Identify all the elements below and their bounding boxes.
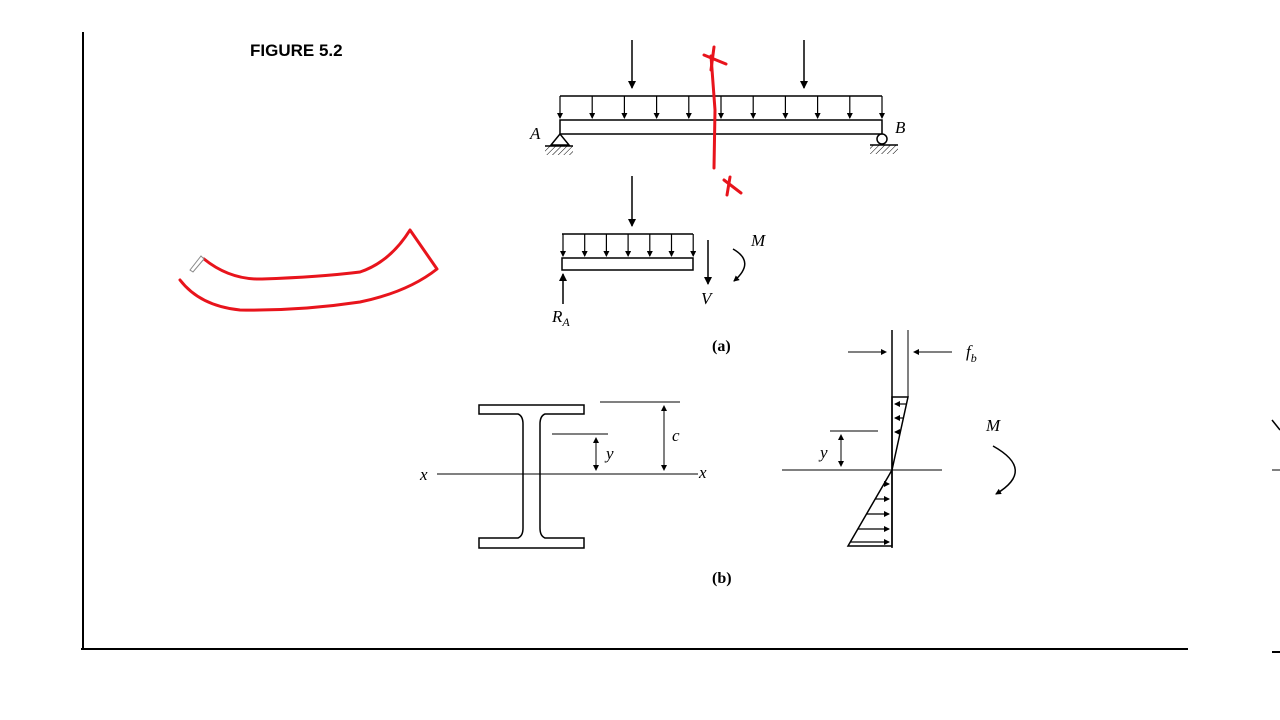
stress-triangle-bottom (846, 467, 893, 547)
y-dimension-label: y (604, 444, 614, 463)
caption-b: (b) (712, 570, 732, 587)
fb-subscript: b (971, 351, 977, 365)
support-label-a: A (529, 124, 541, 143)
stress-moment-label: M (985, 416, 1001, 435)
section-cut-top-stem (709, 45, 716, 72)
ground-hatch-b (870, 145, 898, 154)
bending-stress-distribution: fb y M (782, 330, 1016, 548)
support-label-b: B (895, 118, 906, 137)
stress-y-label: y (818, 443, 828, 462)
section-cut-line (709, 54, 717, 170)
caption-a: (a) (712, 338, 731, 355)
free-body-diagram: RA V M (551, 176, 766, 329)
reaction-subscript: A (561, 315, 570, 329)
reaction-label: RA (551, 307, 570, 329)
stress-moment-arrow (992, 445, 1016, 495)
figure-title: FIGURE 5.2 (250, 41, 343, 60)
bent-beam-sketch (178, 228, 439, 312)
moment-label: M (750, 231, 766, 250)
axis-label-left: x (419, 465, 428, 484)
section-cut-bottom-mark (722, 178, 743, 195)
axis-label-right: x (698, 463, 707, 482)
i-beam-section: x x c y (419, 401, 707, 549)
roller-support-b (876, 133, 888, 145)
red-annotations (178, 45, 743, 312)
section-cut-bottom-stem (725, 175, 732, 197)
shear-label: V (701, 289, 714, 308)
moment-arrow (732, 248, 746, 282)
section-cut-top-mark (702, 53, 728, 66)
ground-hatch-a (545, 146, 573, 155)
i-beam-outline (478, 404, 585, 549)
right-edge-mark (1271, 419, 1280, 431)
distributed-load-arrows (557, 96, 885, 119)
fbd-beam-segment (561, 257, 694, 271)
c-dimension-label: c (672, 426, 680, 445)
fbd-distributed-load-arrows (560, 234, 697, 257)
fb-symbol: f (966, 342, 973, 361)
fb-label: fb (966, 342, 977, 365)
stress-arrows (850, 401, 907, 545)
pin-support-a (549, 132, 571, 146)
reaction-symbol: R (551, 307, 563, 326)
beam (559, 119, 883, 135)
pen-cursor-icon (189, 255, 205, 273)
stress-triangle-top (891, 396, 909, 471)
full-beam-diagram: A B (529, 40, 906, 155)
